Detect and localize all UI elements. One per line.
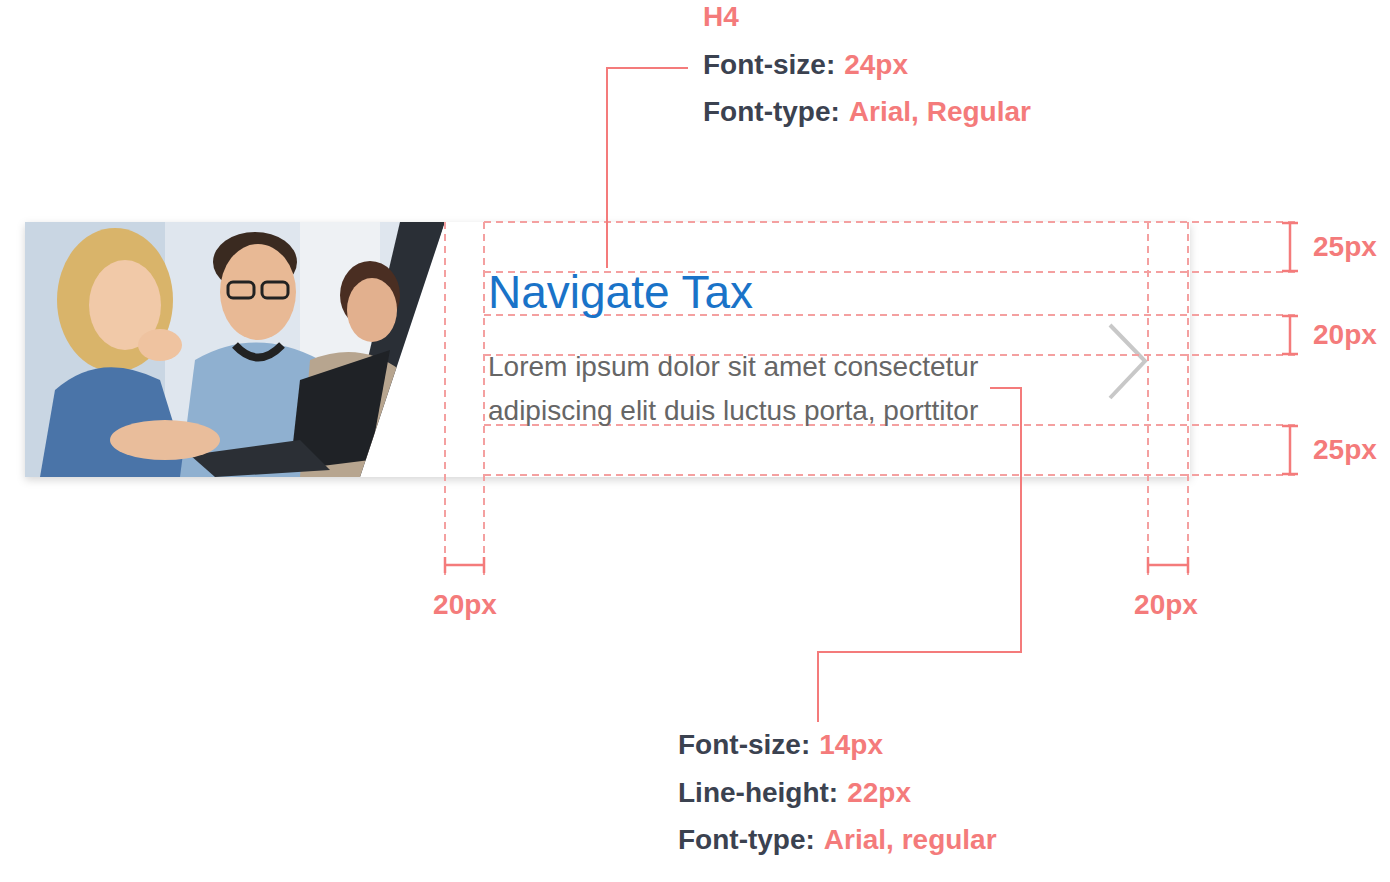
spec-key: Line-height: bbox=[678, 777, 838, 808]
spec-value: 20px bbox=[1313, 319, 1377, 350]
card-body: Lorem ipsum dolor sit amet consectetur a… bbox=[488, 345, 1003, 433]
bracket bbox=[1282, 426, 1298, 474]
spec-key: Font-type: bbox=[703, 96, 840, 127]
photo bbox=[25, 222, 445, 477]
arm bbox=[110, 420, 220, 460]
bracket bbox=[445, 557, 484, 573]
annotation-row: H4 bbox=[703, 0, 739, 34]
annotation-row: Font-type: Arial, regular bbox=[678, 823, 997, 857]
annotation-row: Font-size: 14px bbox=[678, 728, 883, 762]
leader-line bbox=[818, 388, 1021, 722]
annotation-row: Font-size: 24px bbox=[703, 48, 908, 82]
bracket bbox=[1148, 557, 1188, 573]
guide bbox=[1187, 222, 1189, 575]
guide bbox=[483, 222, 485, 575]
spec-value: H4 bbox=[703, 1, 739, 32]
annotation-row: 20px bbox=[1134, 588, 1198, 622]
headphones bbox=[235, 345, 282, 358]
guide-lines bbox=[445, 222, 1300, 575]
card-heading: Navigate Tax bbox=[488, 267, 1088, 317]
spec-value: 22px bbox=[847, 777, 911, 808]
dimension-brackets bbox=[445, 223, 1298, 573]
bracket bbox=[1282, 223, 1298, 271]
spec-value: 20px bbox=[433, 589, 497, 620]
spec-value: 25px bbox=[1313, 434, 1377, 465]
face bbox=[220, 244, 296, 340]
content-card: Navigate TaxLorem ipsum dolor sit amet c… bbox=[25, 222, 1190, 477]
spec-key: Font-size: bbox=[703, 49, 835, 80]
leader-line bbox=[607, 68, 688, 268]
face bbox=[347, 278, 397, 342]
annotation-row: 20px bbox=[1313, 318, 1377, 352]
spec-value: 14px bbox=[819, 729, 883, 760]
guide bbox=[444, 222, 446, 575]
photo-wall bbox=[25, 222, 445, 477]
glasses bbox=[228, 282, 254, 298]
annotation-row: 25px bbox=[1313, 433, 1377, 467]
spec-value: 24px bbox=[844, 49, 908, 80]
glasses bbox=[262, 282, 288, 298]
spec-value: 20px bbox=[1134, 589, 1198, 620]
guide bbox=[1147, 222, 1149, 575]
spec-value: 25px bbox=[1313, 231, 1377, 262]
annotation-row: 20px bbox=[433, 588, 497, 622]
bracket bbox=[1282, 316, 1298, 354]
hand bbox=[138, 329, 182, 361]
annotation-row: Font-type: Arial, Regular bbox=[703, 95, 1031, 129]
annotation-row: Line-height: 22px bbox=[678, 776, 911, 810]
annotation-row: 25px bbox=[1313, 230, 1377, 264]
spec-key: Font-type: bbox=[678, 824, 815, 855]
spec-value: Arial, Regular bbox=[849, 96, 1031, 127]
spec-key: Font-size: bbox=[678, 729, 810, 760]
spec-value: Arial, regular bbox=[824, 824, 997, 855]
guide bbox=[484, 474, 1300, 476]
chevron-icon bbox=[1110, 325, 1145, 398]
